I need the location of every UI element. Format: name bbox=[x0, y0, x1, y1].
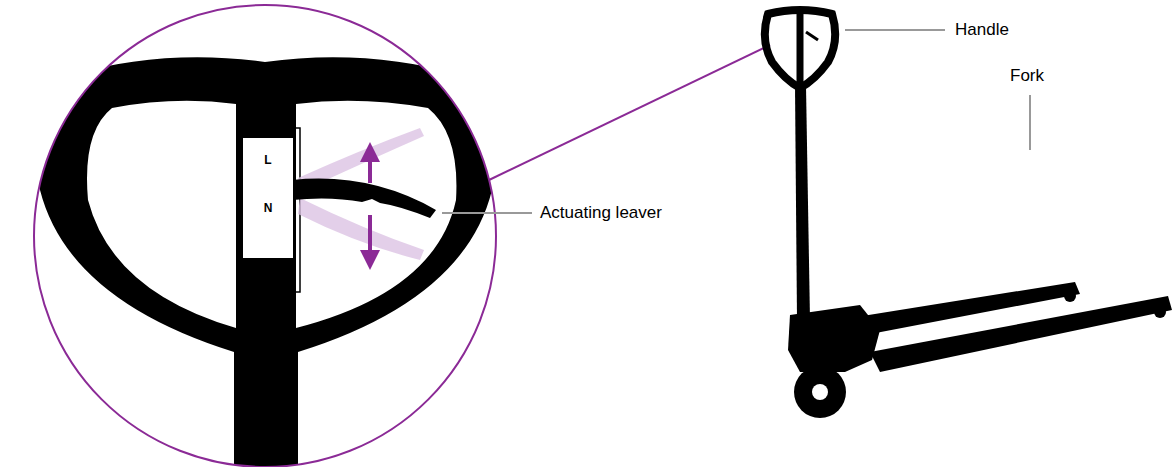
part-label: Handle bbox=[955, 20, 1009, 40]
actuating-lever bbox=[292, 179, 436, 218]
part-label: Fork bbox=[1010, 66, 1044, 86]
position-letter: N bbox=[264, 202, 273, 214]
position-letter: L bbox=[264, 154, 271, 166]
pallet-jack bbox=[765, 10, 1172, 418]
lever-position-plate: LN bbox=[241, 138, 293, 258]
motion-arrows bbox=[360, 142, 380, 270]
leader-line bbox=[1029, 95, 1031, 150]
leader-line bbox=[845, 29, 945, 31]
magnifier-leader bbox=[489, 45, 770, 180]
magnifier-circle bbox=[34, 5, 496, 467]
part-label: Actuating leaver bbox=[540, 203, 662, 223]
leader-line bbox=[442, 212, 532, 214]
zoomed-handle bbox=[37, 57, 495, 467]
